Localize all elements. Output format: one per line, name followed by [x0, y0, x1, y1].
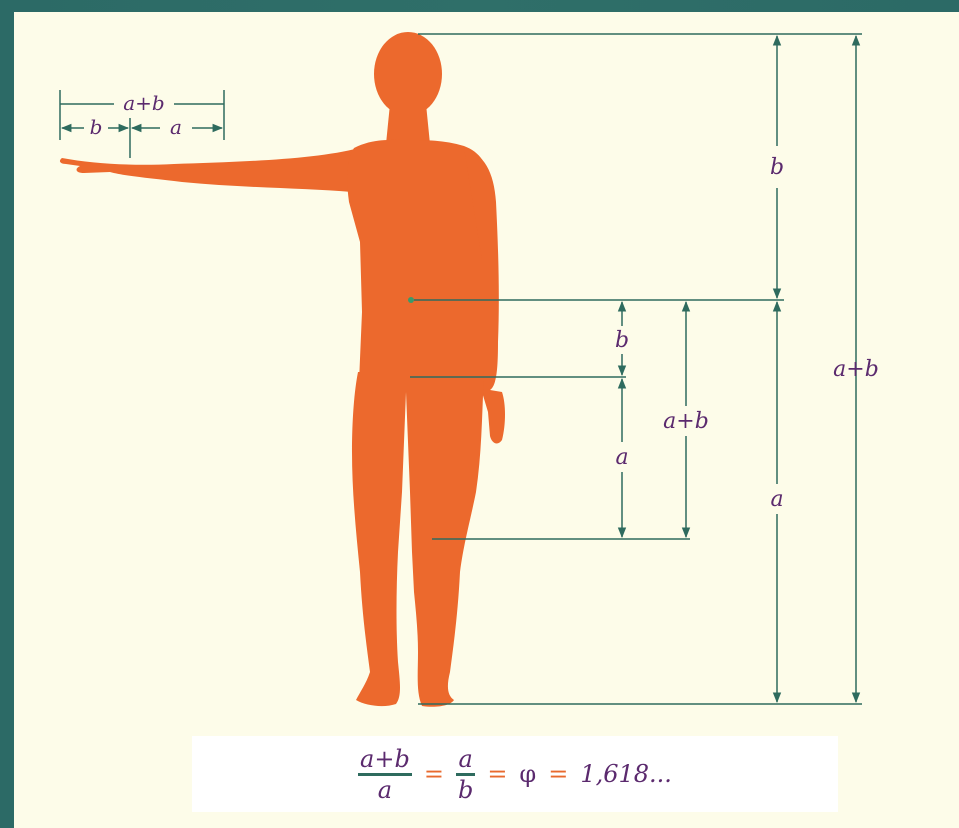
label-total-a-plus-b: a+b [833, 357, 879, 382]
formula-box: a+b a = a b = φ = 1,618... [192, 736, 838, 812]
golden-ratio-value: 1,618... [580, 760, 672, 788]
label-knee-b: b [615, 328, 629, 353]
fraction-numerator: a+b [360, 744, 410, 773]
label-arm-a-plus-b: a+b [123, 91, 164, 115]
label-upper-b: b [770, 155, 784, 180]
fraction-bar [455, 772, 476, 776]
diagram-canvas: a+b b a a+b b a a+b b a a+b a = a b = φ … [14, 12, 959, 828]
label-leg-a: a [615, 445, 628, 470]
fraction-numerator: a [458, 744, 473, 773]
golden-ratio-diagram: a+b b a a+b b a a+b b a [59, 32, 879, 707]
navel-point [408, 297, 414, 303]
label-arm-a: a [170, 115, 182, 139]
equals-sign: = [487, 760, 508, 788]
phi-symbol: φ [519, 760, 537, 788]
fraction-denominator: b [457, 775, 474, 804]
label-mid-a-plus-b: a+b [663, 409, 709, 434]
equals-sign: = [423, 760, 444, 788]
fraction-a-plus-b-over-a: a+b a [358, 746, 412, 803]
human-figure [59, 32, 505, 707]
reference-lines [59, 33, 862, 705]
fraction-denominator: a [377, 775, 393, 804]
equals-sign: = [548, 760, 569, 788]
label-arm-b: b [90, 115, 103, 139]
label-lower-a: a [770, 487, 783, 512]
dimension-arrows [60, 34, 861, 704]
fraction-a-over-b: a b [455, 744, 476, 804]
fraction-bar [358, 772, 412, 776]
golden-ratio-formula: a+b a = a b = φ = 1,618... [358, 746, 672, 803]
